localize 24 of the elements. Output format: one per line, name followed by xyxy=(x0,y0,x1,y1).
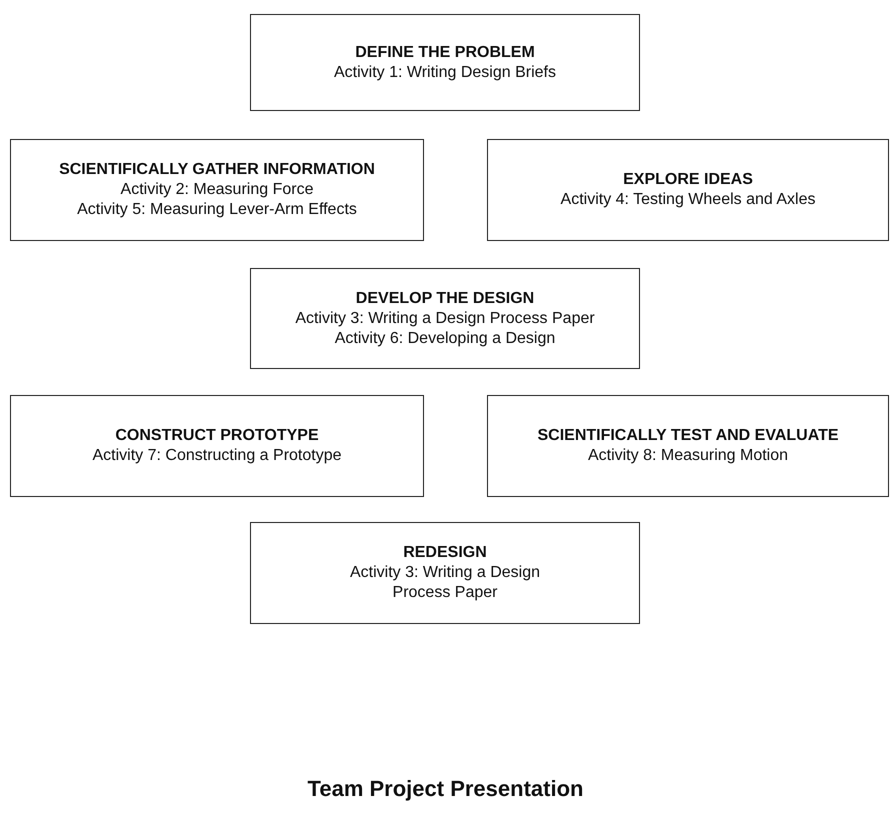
process-box xyxy=(487,395,889,497)
step-heading: EXPLORE IDEAS xyxy=(623,170,753,190)
process-box xyxy=(10,395,424,497)
step-heading: SCIENTIFICALLY GATHER INFORMATION xyxy=(59,160,375,180)
process-box xyxy=(10,139,424,241)
activity-text: Activity 3: Writing a Design Process Paper xyxy=(349,563,541,603)
process-box xyxy=(250,14,640,111)
step-heading: DEFINE THE PROBLEM xyxy=(355,42,535,62)
activity-text: Activity 3: Writing a Design Process Paper xyxy=(295,308,595,328)
activity-text: Activity 4: Testing Wheels and Axles xyxy=(560,190,816,210)
activity-text: Activity 1: Writing Design Briefs xyxy=(334,62,556,82)
activity-text: Activity 2: Measuring Force xyxy=(120,180,314,200)
process-box xyxy=(487,139,889,241)
process-box xyxy=(250,522,640,624)
caption: Team Project Presentation xyxy=(308,776,584,802)
step-heading: DEVELOP THE DESIGN xyxy=(356,288,534,308)
activity-text: Activity 8: Measuring Motion xyxy=(588,446,788,466)
activity-text: Activity 6: Developing a Design xyxy=(334,328,556,348)
step-heading: REDESIGN xyxy=(403,543,487,563)
step-heading: CONSTRUCT PROTOTYPE xyxy=(115,426,319,446)
activity-text: Activity 5: Measuring Lever-Arm Effects xyxy=(77,200,357,220)
activity-text: Activity 7: Constructing a Prototype xyxy=(92,446,342,466)
process-box xyxy=(250,268,640,369)
step-heading: SCIENTIFICALLY TEST AND EVALUATE xyxy=(537,426,839,446)
